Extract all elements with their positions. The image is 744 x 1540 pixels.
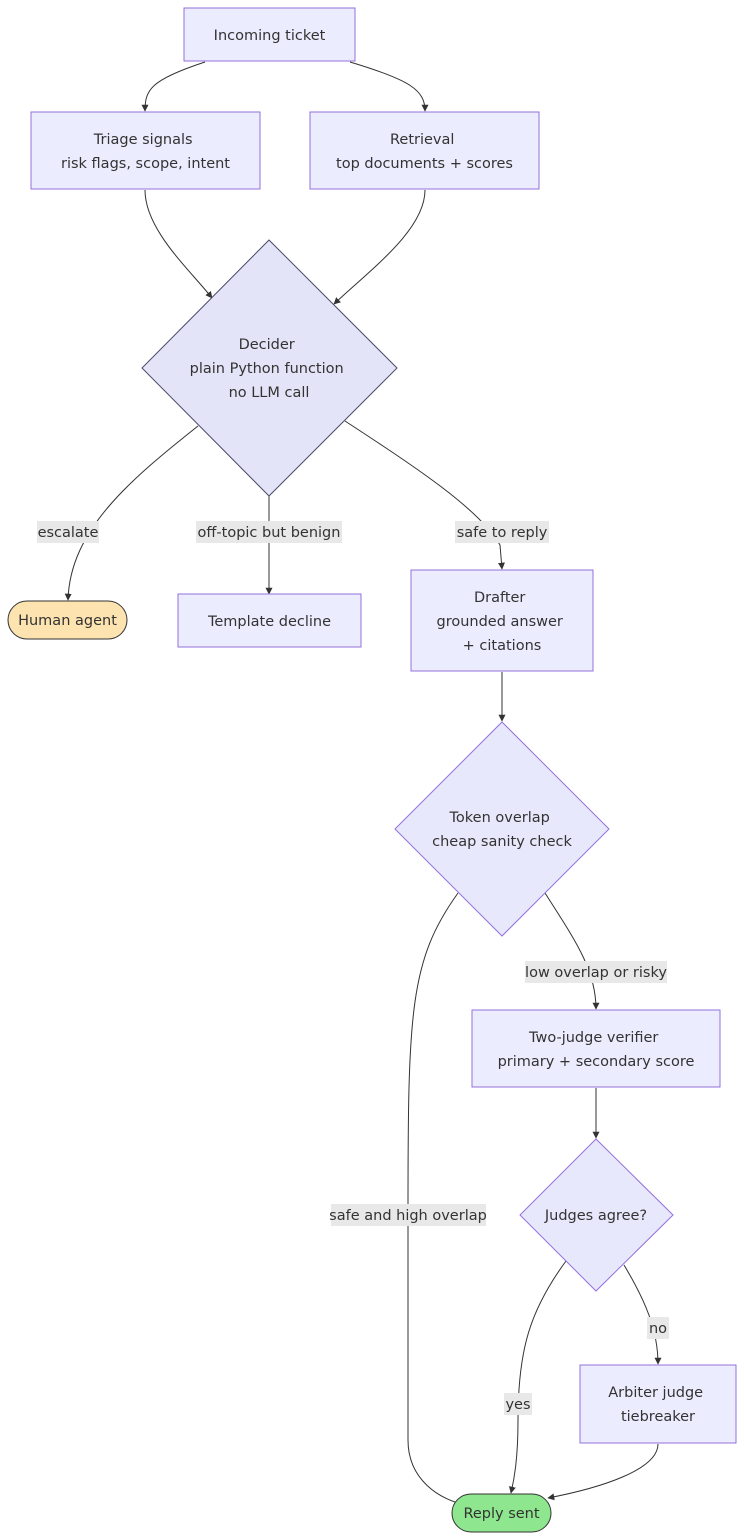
edge-triage-to-decider xyxy=(144,189,213,299)
edge-token-to-reply xyxy=(407,892,467,1508)
edge-label-no: no xyxy=(647,1317,669,1339)
edge-label-escalate: escalate xyxy=(37,521,99,543)
decision-decider: Decider plain Python function no LLM cal… xyxy=(141,239,398,497)
edge-incoming-to-triage xyxy=(141,61,206,112)
decision-token-overlap: Token overlap cheap sanity check xyxy=(394,721,610,937)
edge-decider-to-human xyxy=(64,425,199,601)
svg-text:off-topic but benign: off-topic but benign xyxy=(198,525,341,541)
svg-text:low overlap or risky: low overlap or risky xyxy=(525,965,667,981)
svg-text:Template decline: Template decline xyxy=(207,614,331,630)
svg-text:Two-judge verifier pri: Two-judge verifier primary + secondary s… xyxy=(498,1030,695,1070)
svg-text:no: no xyxy=(649,1321,667,1337)
node-incoming-ticket: Incoming ticket xyxy=(183,7,356,62)
svg-text:Decider plain Python f: Decider plain Python function no LLM cal… xyxy=(190,337,349,401)
edge-agree-to-arbiter xyxy=(623,1264,662,1365)
edge-label-safe-to-reply: safe to reply xyxy=(455,521,549,543)
node-drafter: Drafter grounded answer + citations xyxy=(410,569,594,672)
svg-text:Triage signals risk fl: Triage signals risk flags, scope, intent xyxy=(61,132,230,172)
svg-text:yes: yes xyxy=(505,1397,530,1413)
edge-arbiter-to-reply xyxy=(547,1443,659,1501)
svg-text:Reply sent: Reply sent xyxy=(463,1506,539,1522)
node-two-judge-verifier: Two-judge verifier primary + secondary s… xyxy=(471,1009,721,1088)
decision-judges-agree: Judges agree? xyxy=(519,1138,674,1292)
edge-decider-to-drafter xyxy=(344,420,505,570)
svg-text:escalate: escalate xyxy=(38,525,99,541)
node-triage-signals: Triage signals risk flags, scope, intent xyxy=(30,111,261,190)
svg-text:safe to reply: safe to reply xyxy=(457,525,548,541)
svg-text:Incoming ticket: Incoming ticket xyxy=(214,28,326,44)
edge-retrieval-to-decider xyxy=(333,189,426,305)
svg-text:Judges agree?: Judges agree? xyxy=(544,1208,647,1224)
edge-token-to-twojudge xyxy=(544,892,600,1010)
node-retrieval: Retrieval top documents + scores xyxy=(309,111,540,190)
node-reply-sent: Reply sent xyxy=(451,1493,552,1533)
svg-text:Drafter grounded answe: Drafter grounded answer + citations xyxy=(436,590,567,654)
edge-label-safe-high-overlap: safe and high overlap xyxy=(329,1204,487,1226)
svg-text:Human agent: Human agent xyxy=(18,613,117,629)
svg-text:Retrieval top document: Retrieval top documents + scores xyxy=(336,132,513,172)
node-human-agent: Human agent xyxy=(7,600,128,640)
svg-text:Token overlap cheap sa: Token overlap cheap sanity check xyxy=(432,810,572,850)
edge-agree-to-reply xyxy=(509,1260,567,1494)
svg-text:Arbiter judge tiebreak: Arbiter judge tiebreaker xyxy=(608,1385,707,1425)
edge-label-off-topic: off-topic but benign xyxy=(196,521,342,543)
edge-incoming-to-retrieval xyxy=(349,61,429,112)
svg-text:safe and high overlap: safe and high overlap xyxy=(329,1208,487,1224)
edge-label-low-overlap: low overlap or risky xyxy=(525,961,667,983)
edge-label-yes: yes xyxy=(504,1393,532,1415)
node-arbiter-judge: Arbiter judge tiebreaker xyxy=(579,1364,737,1444)
node-template-decline: Template decline xyxy=(177,593,362,648)
